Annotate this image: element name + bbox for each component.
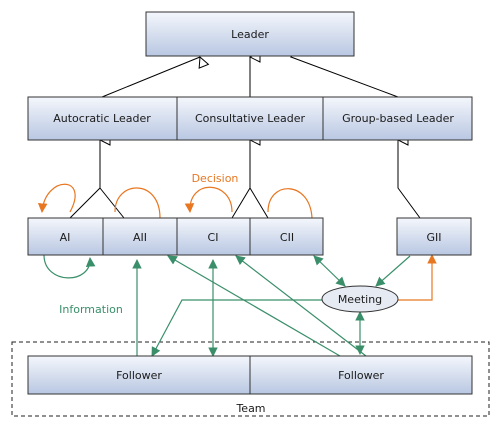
node-ci: CI [176,217,251,256]
meeting-label: Meeting [338,293,382,306]
ci-label: CI [208,231,219,244]
information-label: Information [59,303,123,316]
decision-loop-cii [267,188,313,219]
node-follower-left: Follower [27,355,251,395]
ai-label: AI [60,231,71,244]
node-follower-right: Follower [249,355,473,395]
info-cii-meeting [313,255,346,287]
decision-label: Decision [192,172,239,185]
follower-right-label: Follower [338,369,384,382]
cii-label: CII [280,231,294,244]
edge-gii-groupbased [398,140,421,219]
edge-autocratic-leader [101,57,200,98]
decision-loop-aii [114,187,161,219]
node-meeting: Meeting [321,285,399,313]
aii-label: AII [133,231,147,244]
info-follower-right-ci [235,255,367,357]
info-meeting-follower-left [151,299,335,357]
node-leader: Leader [145,11,355,57]
decision-loop-ai [37,183,76,213]
node-consultative-leader: Consultative Leader [176,96,324,141]
leader-label: Leader [231,28,269,41]
info-gii-meeting [375,255,411,287]
decision-loops [37,183,437,301]
node-aii: AII [102,217,178,256]
node-gii: GII [396,217,472,256]
edge-aii-autocratic [99,187,125,219]
node-cii: CII [249,217,324,256]
decision-loop-ci [184,186,233,213]
information-edges [43,254,411,357]
inheritance-edges [69,57,421,219]
consultative-leader-label: Consultative Leader [195,112,306,125]
team-boundary [11,341,490,417]
team-label: Team [235,402,265,415]
decision-meeting-to-gii [398,254,437,301]
group-based-leader-label: Group-based Leader [342,112,454,125]
follower-left-label: Follower [116,369,162,382]
edge-ai-autocratic [69,140,100,219]
node-group-based-leader: Group-based Leader [322,96,473,141]
edge-groupbased-leader [291,57,399,98]
autocratic-leader-label: Autocratic Leader [53,112,151,125]
node-autocratic-leader: Autocratic Leader [27,96,178,141]
edge-cii-consultative [249,187,269,219]
info-follower-right-aii [167,255,341,357]
gii-label: GII [426,231,441,244]
info-loop-ai [43,254,96,279]
node-ai: AI [27,217,104,256]
